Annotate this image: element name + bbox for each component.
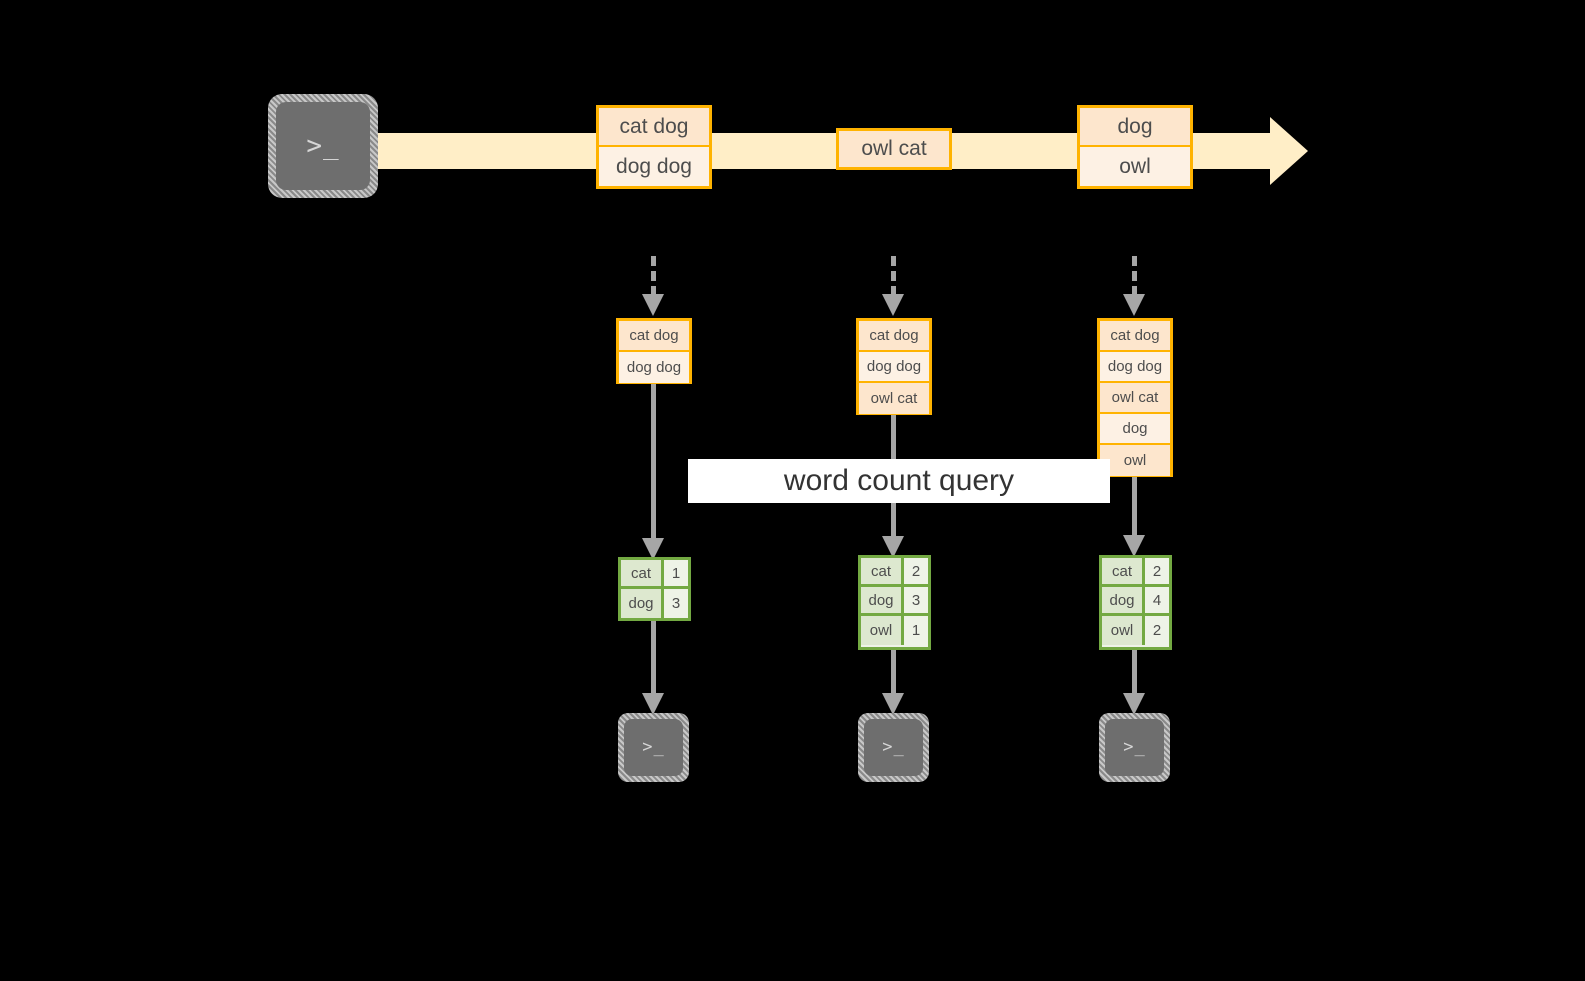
source-terminal-icon[interactable]: >_ <box>268 94 378 198</box>
result-word: cat <box>1102 558 1145 584</box>
snapshot-stack[interactable]: cat dog dog dog <box>616 318 692 384</box>
terminal-screen <box>1105 719 1164 776</box>
terminal-prompt-label: >_ <box>642 737 665 757</box>
snapshot-row: cat dog <box>619 321 689 352</box>
snapshot-row: cat dog <box>859 321 929 352</box>
result-row: dog 3 <box>621 589 688 618</box>
snapshot-row: owl <box>1100 445 1170 476</box>
result-row: cat 2 <box>1102 558 1169 587</box>
result-word: owl <box>1102 616 1145 645</box>
terminal-screen <box>276 102 370 190</box>
sink-terminal-icon[interactable]: >_ <box>1099 713 1170 782</box>
message-row: owl <box>1080 147 1190 186</box>
result-table[interactable]: cat 2 dog 3 owl 1 <box>858 555 931 650</box>
result-word: dog <box>1102 587 1145 613</box>
message-row: owl cat <box>839 131 949 167</box>
result-count: 2 <box>1145 558 1169 584</box>
result-count: 1 <box>904 616 928 645</box>
stream-message-group[interactable]: owl cat <box>836 128 952 170</box>
snapshot-stack[interactable]: cat dog dog dog owl cat dog owl <box>1097 318 1173 477</box>
result-row: owl 1 <box>861 616 928 645</box>
snapshot-row: cat dog <box>1100 321 1170 352</box>
result-count: 1 <box>664 560 688 586</box>
stream-message-group[interactable]: dog owl <box>1077 105 1193 189</box>
message-row: dog <box>1080 108 1190 147</box>
snapshot-stack[interactable]: cat dog dog dog owl cat <box>856 318 932 415</box>
result-row: cat 2 <box>861 558 928 587</box>
result-word: cat <box>861 558 904 584</box>
result-word: cat <box>621 560 664 586</box>
terminal-prompt-label: >_ <box>882 737 905 757</box>
snapshot-row: dog <box>1100 414 1170 445</box>
result-word: dog <box>861 587 904 613</box>
result-row: dog 3 <box>861 587 928 616</box>
snapshot-row: dog dog <box>619 352 689 383</box>
query-label-banner: word count query <box>688 459 1110 503</box>
result-count: 3 <box>904 587 928 613</box>
snapshot-row: owl cat <box>1100 383 1170 414</box>
result-table[interactable]: cat 2 dog 4 owl 2 <box>1099 555 1172 650</box>
message-row: dog dog <box>599 147 709 186</box>
terminal-prompt-label: >_ <box>306 131 340 161</box>
terminal-screen <box>624 719 683 776</box>
result-table[interactable]: cat 1 dog 3 <box>618 557 691 621</box>
snapshot-row: owl cat <box>859 383 929 414</box>
result-row: owl 2 <box>1102 616 1169 645</box>
terminal-screen <box>864 719 923 776</box>
result-word: dog <box>621 589 664 618</box>
message-row: cat dog <box>599 108 709 147</box>
sink-terminal-icon[interactable]: >_ <box>858 713 929 782</box>
query-label-text: word count query <box>783 464 1015 497</box>
result-count: 2 <box>1145 616 1169 645</box>
stream-arrow-icon <box>1270 117 1308 185</box>
terminal-prompt-label: >_ <box>1123 737 1146 757</box>
result-row: cat 1 <box>621 560 688 589</box>
result-count: 2 <box>904 558 928 584</box>
result-count: 3 <box>664 589 688 618</box>
result-count: 4 <box>1145 587 1169 613</box>
stream-message-group[interactable]: cat dog dog dog <box>596 105 712 189</box>
snapshot-row: dog dog <box>859 352 929 383</box>
snapshot-row: dog dog <box>1100 352 1170 383</box>
result-word: owl <box>861 616 904 645</box>
sink-terminal-icon[interactable]: >_ <box>618 713 689 782</box>
result-row: dog 4 <box>1102 587 1169 616</box>
